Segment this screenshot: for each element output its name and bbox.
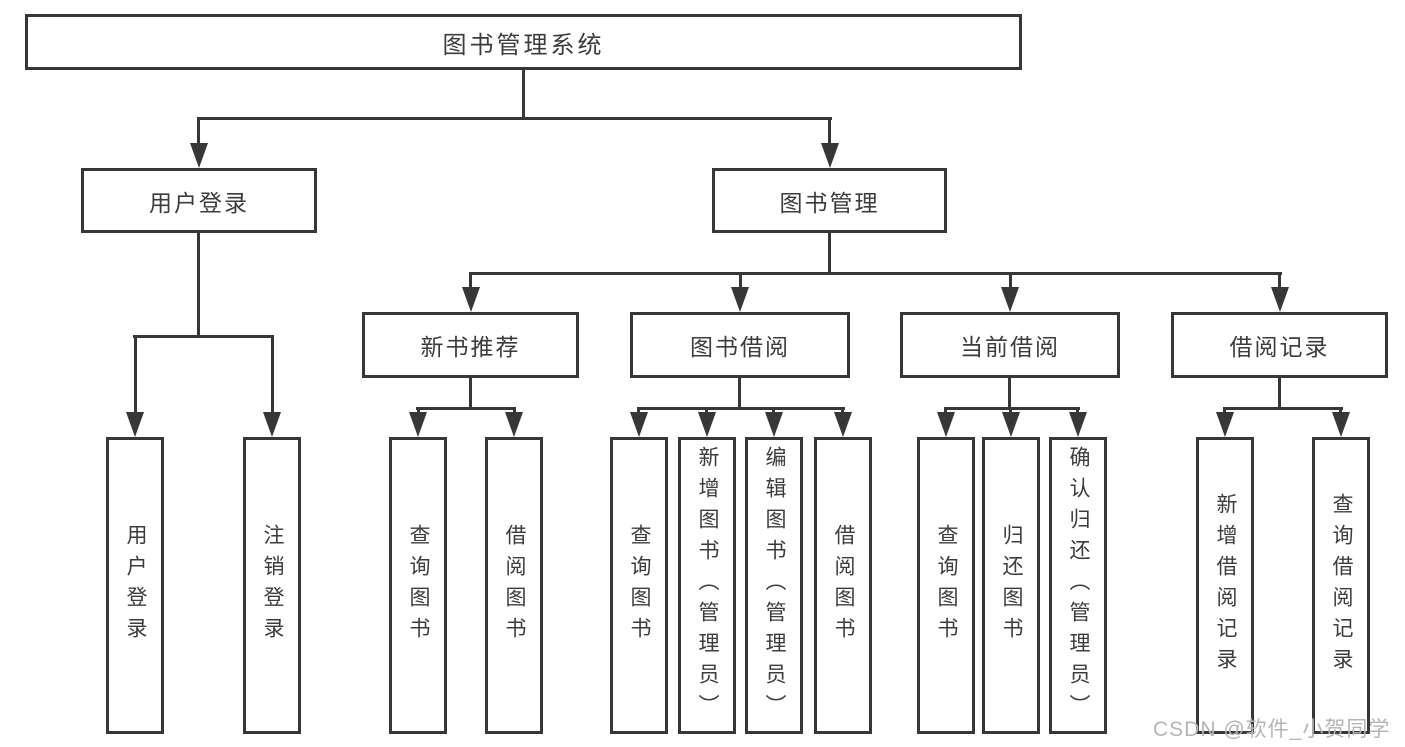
node-leaf-bb-borrow-books: 借阅图书 [814,437,872,734]
connector-leaf-shaft [705,407,708,415]
connector-user-login-shaft [197,117,200,147]
connector-book-management-stem [828,233,831,275]
node-book-borrowing: 图书借阅 [630,312,850,378]
connector-book-borrow-leaf-bar [637,407,845,410]
connector-leaf-shaft [944,407,947,415]
node-root: 图书管理系统 [25,14,1022,70]
arrow-down-icon [937,412,955,437]
node-leaf-nb-borrow-books: 借阅图书 [485,437,543,734]
connector-leaf-shaft [1076,407,1079,415]
node-leaf-user-login: 用户登录 [106,437,164,734]
connector-user-login-stem [197,233,200,338]
connector-current-borrow-shaft [1009,272,1012,290]
node-new-book-recommend: 新书推荐 [362,312,579,378]
connector-leaf-shaft [637,407,640,415]
arrow-down-icon [1069,412,1087,437]
node-current-borrowing: 当前借阅 [900,312,1120,378]
arrow-down-icon [409,412,427,437]
connector-leaf-shaft [841,407,844,415]
arrow-down-icon [1332,412,1350,437]
connector-new-book-stem [469,378,472,410]
node-leaf-bb-edit-books-admin: 编辑图书（管理员） [745,437,803,734]
connector-book-management-shaft [828,117,831,147]
node-leaf-logout: 注销登录 [243,437,301,734]
node-leaf-cb-confirm-return-admin: 确认归还（管理员） [1049,437,1107,734]
connector-root-stem [522,70,525,120]
arrow-down-icon [821,143,839,168]
arrow-down-icon [1271,287,1289,312]
arrow-down-icon [731,287,749,312]
watermark: CSDN @软件_小贺同学 [1153,718,1391,741]
node-leaf-cb-return-books: 归还图书 [982,437,1040,734]
arrow-down-icon [1002,412,1020,437]
arrow-down-icon [1216,412,1234,437]
connector-leaf-shaft [1009,407,1012,415]
connector-user-login-leaf-bar [133,335,274,338]
connector-level3-bar [469,272,1282,275]
connector-new-book-leaf-bar [416,407,516,410]
connector-book-borrow-shaft [739,272,742,290]
connector-leaf-shaft [417,407,420,415]
arrow-down-icon [630,412,648,437]
connector-leaf-shaft [1339,407,1342,415]
arrow-down-icon [765,412,783,437]
connector-new-book-shaft [469,272,472,290]
connector-leaf-shaft [1223,407,1226,415]
connector-borrow-records-stem [1278,378,1281,410]
connector-current-borrow-stem [1008,378,1011,410]
connector-borrow-records-shaft [1278,272,1281,290]
node-leaf-bb-query-books: 查询图书 [610,437,668,734]
arrow-down-icon [698,412,716,437]
node-leaf-bb-add-books-admin: 新增图书（管理员） [678,437,736,734]
connector-level2-bar [197,117,832,120]
connector-current-borrow-leaf-bar [944,407,1080,410]
arrow-down-icon [126,412,144,437]
node-user-login: 用户登录 [81,168,317,233]
arrow-down-icon [190,143,208,168]
connector-leaf-shaft [513,407,516,415]
connector-leaf-logout-shaft [271,335,274,415]
node-leaf-br-add-record: 新增借阅记录 [1196,437,1254,734]
node-book-management: 图书管理 [712,168,947,233]
connector-borrow-records-leaf-bar [1223,407,1343,410]
arrow-down-icon [505,412,523,437]
node-leaf-cb-query-books: 查询图书 [917,437,975,734]
connector-leaf-shaft [772,407,775,415]
arrow-down-icon [834,412,852,437]
node-borrowing-records: 借阅记录 [1171,312,1388,378]
node-leaf-br-query-record: 查询借阅记录 [1312,437,1370,734]
connector-book-borrow-stem [738,378,741,410]
node-leaf-nb-query-books: 查询图书 [389,437,447,734]
arrow-down-icon [1001,287,1019,312]
arrow-down-icon [263,412,281,437]
arrow-down-icon [462,287,480,312]
connector-leaf-user-login-shaft [134,335,137,415]
